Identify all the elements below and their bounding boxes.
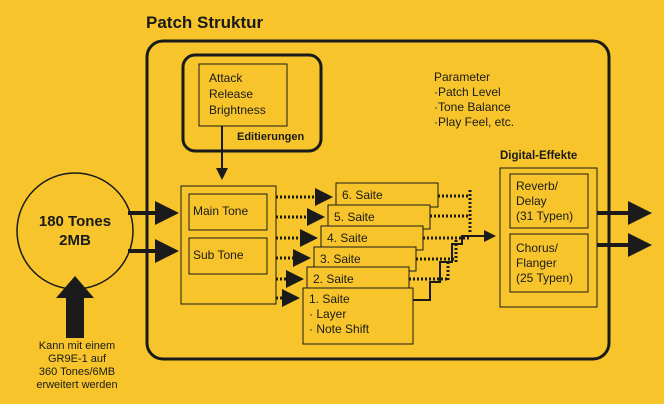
string-box-1 — [302, 287, 414, 345]
effects-heading: Digital-Effekte — [500, 150, 578, 162]
edit-param-brightness: Brightness — [209, 103, 266, 117]
expansion-arrow — [56, 276, 94, 338]
string-label-5: 5. Saite — [334, 210, 375, 224]
expansion-note-2: GR9E-1 auf — [47, 353, 107, 365]
string-detail-note-shift: · Note Shift — [309, 322, 370, 336]
edit-frame — [181, 53, 323, 153]
reverb-label-3: (31 Typen) — [516, 209, 574, 223]
diagram-title: Patch Struktur — [146, 13, 264, 32]
source-label-2: 2MB — [59, 232, 91, 249]
parameter-tone-balance: ·Tone Balance — [434, 100, 511, 114]
edit-inner-box — [198, 63, 288, 127]
string-output-links — [409, 190, 472, 282]
string-label-4: 4. Saite — [327, 231, 368, 245]
main-tone-box — [188, 193, 268, 231]
parameter-play-feel: ·Play Feel, etc. — [434, 115, 515, 129]
string-label-2: 2. Saite — [313, 272, 354, 286]
string-label-6: 6. Saite — [342, 188, 383, 202]
expansion-note-3: 360 Tones/6MB — [38, 366, 116, 378]
reverb-box — [509, 173, 589, 229]
tone-to-string-links — [276, 188, 333, 307]
tone-group-frame — [180, 185, 277, 305]
chorus-label-3: (25 Typen) — [516, 271, 574, 285]
sub-tone-box — [188, 237, 268, 275]
parameters-heading: Parameter — [434, 70, 491, 84]
patch-frame — [145, 39, 611, 361]
chorus-label-1: Chorus/ — [516, 241, 559, 255]
expansion-note-1: Kann mit einem — [38, 340, 116, 352]
string-label-1: 1. Saite — [309, 292, 350, 306]
string-label-3: 3. Saite — [320, 252, 361, 266]
edit-label: Editierungen — [237, 131, 305, 143]
reverb-label-1: Reverb/ — [516, 179, 559, 193]
string-detail-layer: · Layer — [309, 307, 347, 321]
edit-param-attack: Attack — [209, 71, 243, 85]
source-label-1: 180 Tones — [38, 213, 112, 230]
effects-frame — [499, 167, 598, 308]
chorus-label-2: Flanger — [516, 256, 557, 270]
chorus-box — [509, 233, 589, 293]
parameter-patch-level: ·Patch Level — [434, 85, 501, 99]
reverb-label-2: Delay — [516, 194, 547, 208]
main-tone-label: Main Tone — [193, 204, 249, 218]
edit-param-release: Release — [209, 87, 254, 101]
expansion-note-4: erweitert werden — [36, 379, 118, 391]
sub-tone-label: Sub Tone — [193, 248, 244, 262]
effects-bus — [413, 230, 496, 301]
